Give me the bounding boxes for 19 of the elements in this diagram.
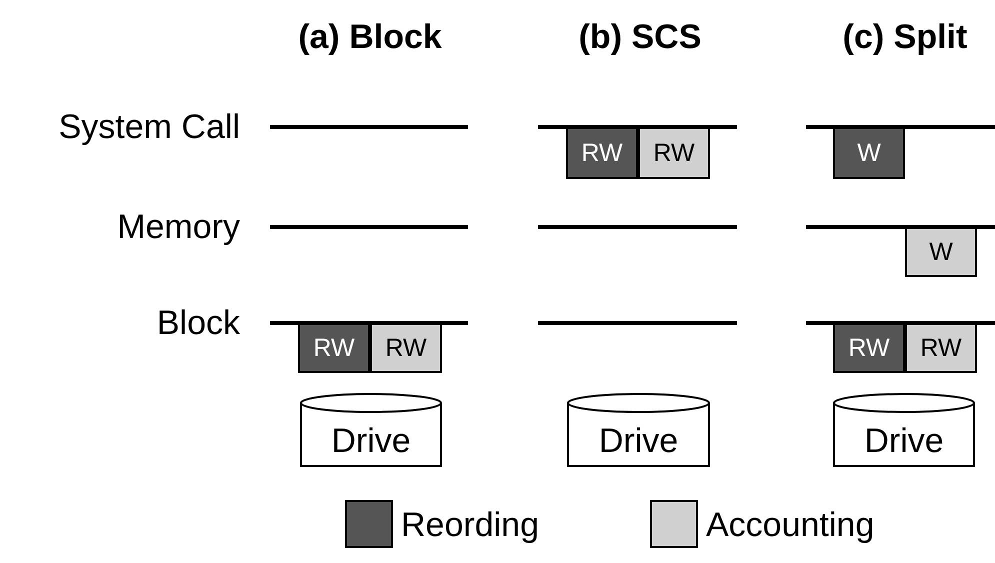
legend-label: Reording [401,506,539,545]
accounting-block: RW [638,127,710,179]
reordering-block: W [833,127,905,179]
drive-cylinder: Drive [300,393,442,467]
legend-label: Accounting [706,506,874,545]
drive-cylinder: Drive [833,393,975,467]
column-heading: (c) Split [842,18,968,57]
reordering-block: RW [566,127,638,179]
drive-cylinder: Drive [567,393,710,467]
accounting-block: W [905,227,977,277]
column-heading: (b) SCS [578,18,702,57]
column-heading: (a) Block [297,18,443,57]
layer-label: Block [156,304,240,343]
reordering-block: RW [298,323,370,373]
reordering-block: RW [833,323,905,373]
layer-label: Memory [117,208,240,247]
accounting-block: RW [370,323,442,373]
layer-label: System Call [58,108,240,147]
accounting-block: RW [905,323,977,373]
